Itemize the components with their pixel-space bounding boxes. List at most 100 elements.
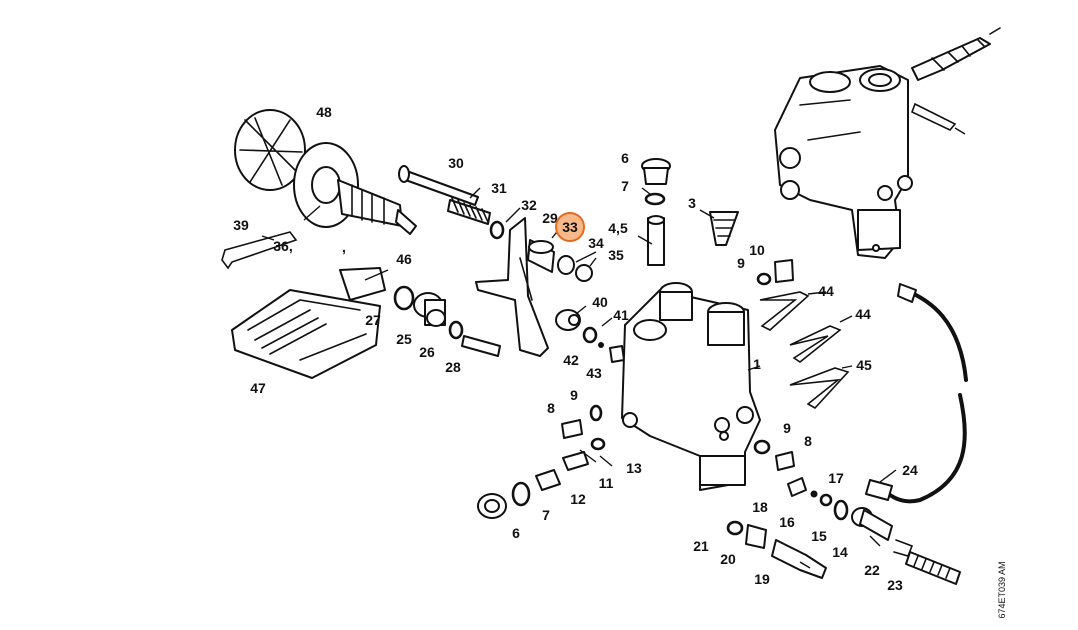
clip-45	[789, 367, 850, 410]
callout-16[interactable]: 16	[779, 514, 795, 530]
callout-6-lower[interactable]: 6	[512, 525, 520, 541]
callout-comma: ,	[342, 239, 346, 255]
callout-10[interactable]: 10	[749, 242, 765, 258]
screw	[399, 169, 479, 206]
oring-13	[590, 437, 606, 451]
oring-upper	[644, 192, 666, 206]
callout-48[interactable]: 48	[316, 104, 332, 120]
clip-upper	[910, 102, 957, 131]
callout-28[interactable]: 28	[445, 359, 461, 375]
ball-42	[598, 342, 604, 348]
spring-43	[609, 345, 625, 363]
callout-18[interactable]: 18	[752, 499, 768, 515]
check-valve-10	[774, 259, 794, 283]
callout-17[interactable]: 17	[828, 470, 844, 486]
outlet-pipe-upper	[911, 27, 1001, 81]
callout-8-left[interactable]: 8	[547, 400, 555, 416]
bracket	[475, 217, 549, 357]
spring-12	[535, 469, 561, 491]
callout-34[interactable]: 34	[588, 235, 604, 251]
spring-18	[787, 477, 807, 497]
clip-39	[221, 231, 298, 270]
callout-43[interactable]: 43	[586, 365, 602, 381]
callout-33-highlighted[interactable]: 33	[555, 212, 585, 242]
callout-22[interactable]: 22	[864, 562, 880, 578]
callout-36[interactable]: 36,	[273, 238, 293, 254]
callout-12[interactable]: 12	[570, 491, 586, 507]
plug-8b	[775, 451, 795, 471]
hose-24	[878, 288, 968, 504]
callout-35[interactable]: 35	[608, 247, 624, 263]
callout-13[interactable]: 13	[626, 460, 642, 476]
pump-body	[621, 282, 761, 491]
pump-housing-upper	[774, 65, 913, 259]
callout-9-upper[interactable]: 9	[737, 255, 745, 271]
clip-44b	[789, 325, 842, 363]
callout-1[interactable]: 1	[753, 356, 761, 372]
callout-32[interactable]: 32	[521, 197, 537, 213]
valve-11	[562, 451, 589, 471]
oring-21	[726, 520, 744, 536]
callout-4-5[interactable]: 4,5	[608, 220, 628, 236]
nut-a	[557, 255, 575, 275]
callout-3[interactable]: 3	[688, 195, 696, 211]
callout-44-a[interactable]: 44	[818, 283, 834, 299]
valve	[647, 217, 665, 266]
callout-40[interactable]: 40	[592, 294, 608, 310]
fitting-25	[413, 292, 446, 327]
plug-upper	[641, 158, 671, 185]
callout-27[interactable]: 27	[365, 312, 381, 328]
frame-47	[231, 267, 386, 379]
callout-23[interactable]: 23	[887, 577, 903, 593]
callout-39[interactable]: 39	[233, 217, 249, 233]
callout-42[interactable]: 42	[563, 352, 579, 368]
clip-44a	[759, 291, 810, 331]
callout-7-upper[interactable]: 7	[621, 178, 629, 194]
callout-25[interactable]: 25	[396, 331, 412, 347]
callout-6-upper[interactable]: 6	[621, 150, 629, 166]
callout-24[interactable]: 24	[902, 462, 918, 478]
callout-29[interactable]: 29	[542, 210, 558, 226]
callout-21[interactable]: 21	[693, 538, 709, 554]
drawing-code: 674ET039 AM	[997, 561, 1007, 619]
callout-44-b[interactable]: 44	[855, 306, 871, 322]
callout-11[interactable]: 11	[598, 475, 614, 491]
hose-23	[905, 551, 961, 585]
oring-7	[511, 481, 531, 507]
oring-16	[819, 493, 833, 507]
spring	[447, 197, 491, 225]
pin-28	[461, 335, 501, 357]
oring-27	[393, 285, 415, 311]
fitting-20	[745, 524, 767, 549]
callout-26[interactable]: 26	[419, 344, 435, 360]
callout-30[interactable]: 30	[448, 155, 464, 171]
washer	[489, 220, 505, 240]
callout-46[interactable]: 46	[396, 251, 412, 267]
callout-31[interactable]: 31	[491, 180, 507, 196]
callout-19[interactable]: 19	[754, 571, 770, 587]
callout-45[interactable]: 45	[856, 357, 872, 373]
oring-26	[448, 320, 464, 340]
callout-20[interactable]: 20	[720, 551, 736, 567]
plug-lower	[477, 493, 507, 519]
callout-9-mid[interactable]: 9	[570, 387, 578, 403]
callout-7-lower[interactable]: 7	[542, 507, 550, 523]
callout-15[interactable]: 15	[811, 528, 827, 544]
fitting-14	[851, 507, 893, 541]
fitting-40	[555, 309, 581, 331]
callout-9-right[interactable]: 9	[783, 420, 791, 436]
callout-8-right[interactable]: 8	[804, 433, 812, 449]
nut-b	[575, 264, 593, 282]
leader-lines	[261, 187, 897, 569]
nipple-19	[771, 539, 827, 579]
ball-17	[810, 490, 818, 498]
plug-8	[561, 419, 583, 439]
fan-assembly	[234, 109, 417, 235]
callout-41[interactable]: 41	[613, 307, 629, 323]
callout-47[interactable]: 47	[250, 380, 266, 396]
oring-41	[582, 326, 598, 344]
oring-15	[833, 499, 849, 521]
callout-14[interactable]: 14	[832, 544, 848, 560]
